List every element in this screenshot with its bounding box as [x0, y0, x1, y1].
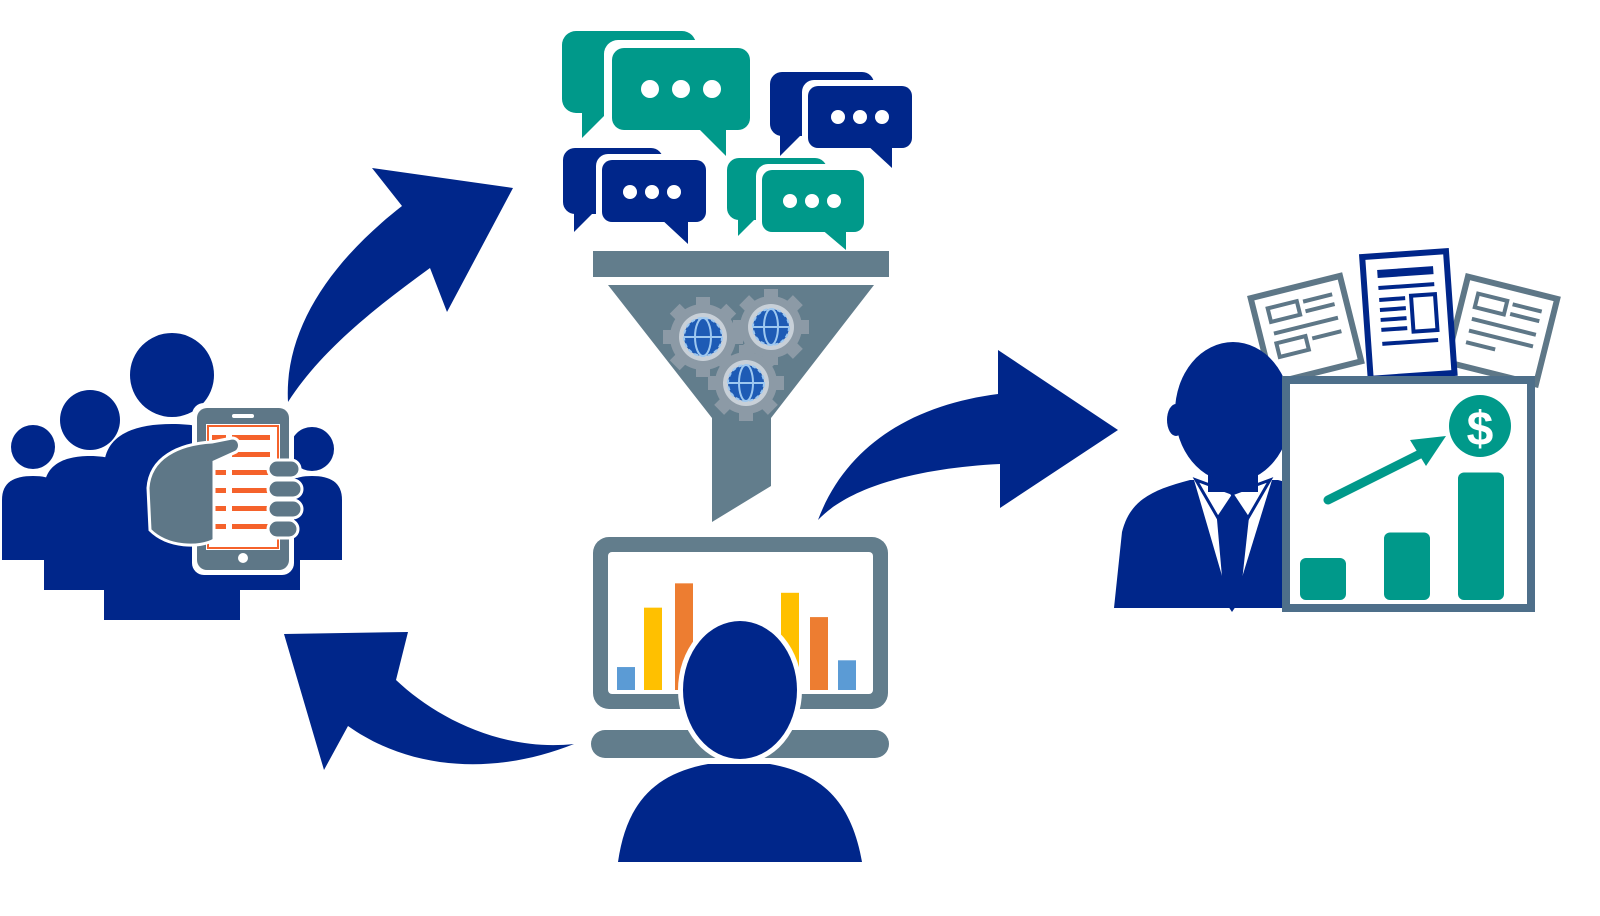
monitor-bar: [644, 607, 662, 690]
growth-bar: [1300, 558, 1346, 600]
growth-bar: [1384, 532, 1430, 600]
dollar-sign-label: $: [1467, 403, 1494, 456]
growth-chart-icon: $: [1282, 376, 1535, 612]
monitor-bar: [810, 617, 828, 690]
monitor-bar: [838, 660, 856, 690]
analyst-monitor-icon: [591, 537, 889, 862]
newspaper-icon: [1247, 248, 1561, 388]
monitor-bar: [617, 667, 635, 690]
dollar-icon: [1449, 395, 1511, 457]
growth-bars: [1300, 472, 1504, 600]
chat-bubbles-icon: [562, 31, 918, 250]
growth-bar: [1458, 472, 1504, 600]
arrow-analysis-to-business: [818, 350, 1118, 520]
arrow-analysis-to-survey: [284, 632, 574, 770]
people-with-phone-survey-icon: [2, 333, 342, 620]
arrow-survey-to-feedback: [287, 168, 513, 402]
gears-icon: [663, 289, 809, 421]
